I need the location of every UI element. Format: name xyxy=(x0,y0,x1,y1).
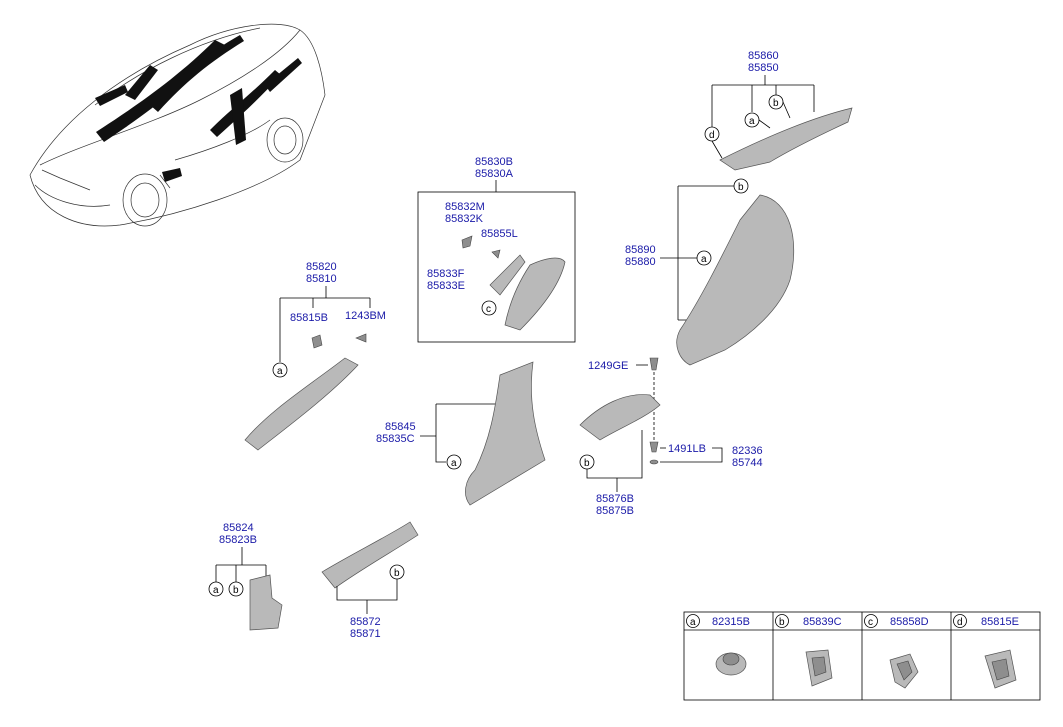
part-85830A-label[interactable]: 85830A xyxy=(475,168,514,180)
svg-text:b: b xyxy=(394,568,400,579)
car-illustration xyxy=(29,23,326,227)
svg-text:d: d xyxy=(957,617,963,628)
part-85833E-label[interactable]: 85833E xyxy=(427,280,465,292)
callout-c: c xyxy=(481,300,497,316)
legend-part-82315B: 82315B xyxy=(712,616,750,628)
part-85871-label[interactable]: 85871 xyxy=(350,628,381,640)
callout-b: b xyxy=(579,454,595,470)
svg-text:c: c xyxy=(868,617,873,628)
part-85832M-label[interactable]: 85832M xyxy=(445,201,485,213)
part-1491LB-label[interactable]: 1491LB xyxy=(668,443,706,455)
scuff-plate xyxy=(321,521,419,589)
part-85835C-label[interactable]: 85835C xyxy=(376,433,415,445)
callout-b: b xyxy=(768,94,784,110)
part-85824-label[interactable]: 85824 xyxy=(223,522,254,534)
svg-text:a: a xyxy=(451,458,457,469)
callout-a: a xyxy=(272,362,288,378)
legend-cell-c[interactable]: c 85858D xyxy=(864,614,929,689)
cowl-side-trim xyxy=(249,574,283,631)
part-85815B-label[interactable]: 85815B xyxy=(290,312,328,324)
part-85860-label[interactable]: 85860 xyxy=(748,50,779,62)
legend-part-85839C: 85839C xyxy=(803,616,842,628)
legend-cell-d[interactable]: d 85815E xyxy=(953,614,1019,689)
svg-text:a: a xyxy=(277,366,283,377)
part-85832K-label[interactable]: 85832K xyxy=(445,213,484,225)
part-85845-label[interactable]: 85845 xyxy=(385,421,416,433)
fastener-legend-table: a 82315B b 85839C c 85858D d 85815E xyxy=(683,611,1041,701)
legend-part-85858D: 85858D xyxy=(890,616,929,628)
svg-text:a: a xyxy=(749,116,755,127)
b-pillar-upper-trim xyxy=(504,257,566,331)
legend-cell-a[interactable]: a 82315B xyxy=(686,614,750,676)
part-1243BM-label[interactable]: 1243BM xyxy=(345,310,386,322)
callout-a: a xyxy=(744,112,760,128)
svg-text:b: b xyxy=(233,585,239,596)
part-85744-label[interactable]: 85744 xyxy=(732,457,763,469)
part-85880-label[interactable]: 85880 xyxy=(625,256,656,268)
part-85872-label[interactable]: 85872 xyxy=(350,616,381,628)
part-85823B-label[interactable]: 85823B xyxy=(219,534,257,546)
part-1249GE-label[interactable]: 1249GE xyxy=(588,360,628,372)
a-pillar-trim xyxy=(244,357,359,451)
callout-a: a xyxy=(446,454,462,470)
svg-text:b: b xyxy=(584,458,590,469)
callout-b: b xyxy=(389,564,405,580)
part-85850-label[interactable]: 85850 xyxy=(748,62,779,74)
part-85833F-label[interactable]: 85833F xyxy=(427,268,465,280)
part-85876B-label[interactable]: 85876B xyxy=(596,493,634,505)
svg-text:d: d xyxy=(709,130,715,141)
part-85810-label[interactable]: 85810 xyxy=(306,273,337,285)
svg-text:a: a xyxy=(213,585,219,596)
part-85820-label[interactable]: 85820 xyxy=(306,261,337,273)
svg-text:b: b xyxy=(773,98,779,109)
rear-pillar-upper-trim xyxy=(719,107,853,171)
legend-part-85815E: 85815E xyxy=(981,616,1019,628)
svg-text:a: a xyxy=(701,254,707,265)
part-85830B-label[interactable]: 85830B xyxy=(475,156,513,168)
svg-text:b: b xyxy=(738,182,744,193)
b-pillar-lower-trim xyxy=(465,361,546,506)
svg-text:c: c xyxy=(486,304,491,315)
callout-d: d xyxy=(704,126,720,142)
part-85875B-label[interactable]: 85875B xyxy=(596,505,634,517)
callout-b: b xyxy=(733,178,749,194)
svg-text:a: a xyxy=(690,617,696,628)
part-82336-label[interactable]: 82336 xyxy=(732,445,763,457)
svg-text:b: b xyxy=(779,617,785,628)
rear-sill-trim xyxy=(579,394,661,441)
callout-a: a xyxy=(696,250,712,266)
callout-a: a xyxy=(208,581,224,597)
rear-pillar-lower-trim xyxy=(676,194,795,366)
part-85855L-label[interactable]: 85855L xyxy=(481,228,518,240)
part-85890-label[interactable]: 85890 xyxy=(625,244,656,256)
legend-cell-b[interactable]: b 85839C xyxy=(775,614,842,687)
callout-b: b xyxy=(228,581,244,597)
